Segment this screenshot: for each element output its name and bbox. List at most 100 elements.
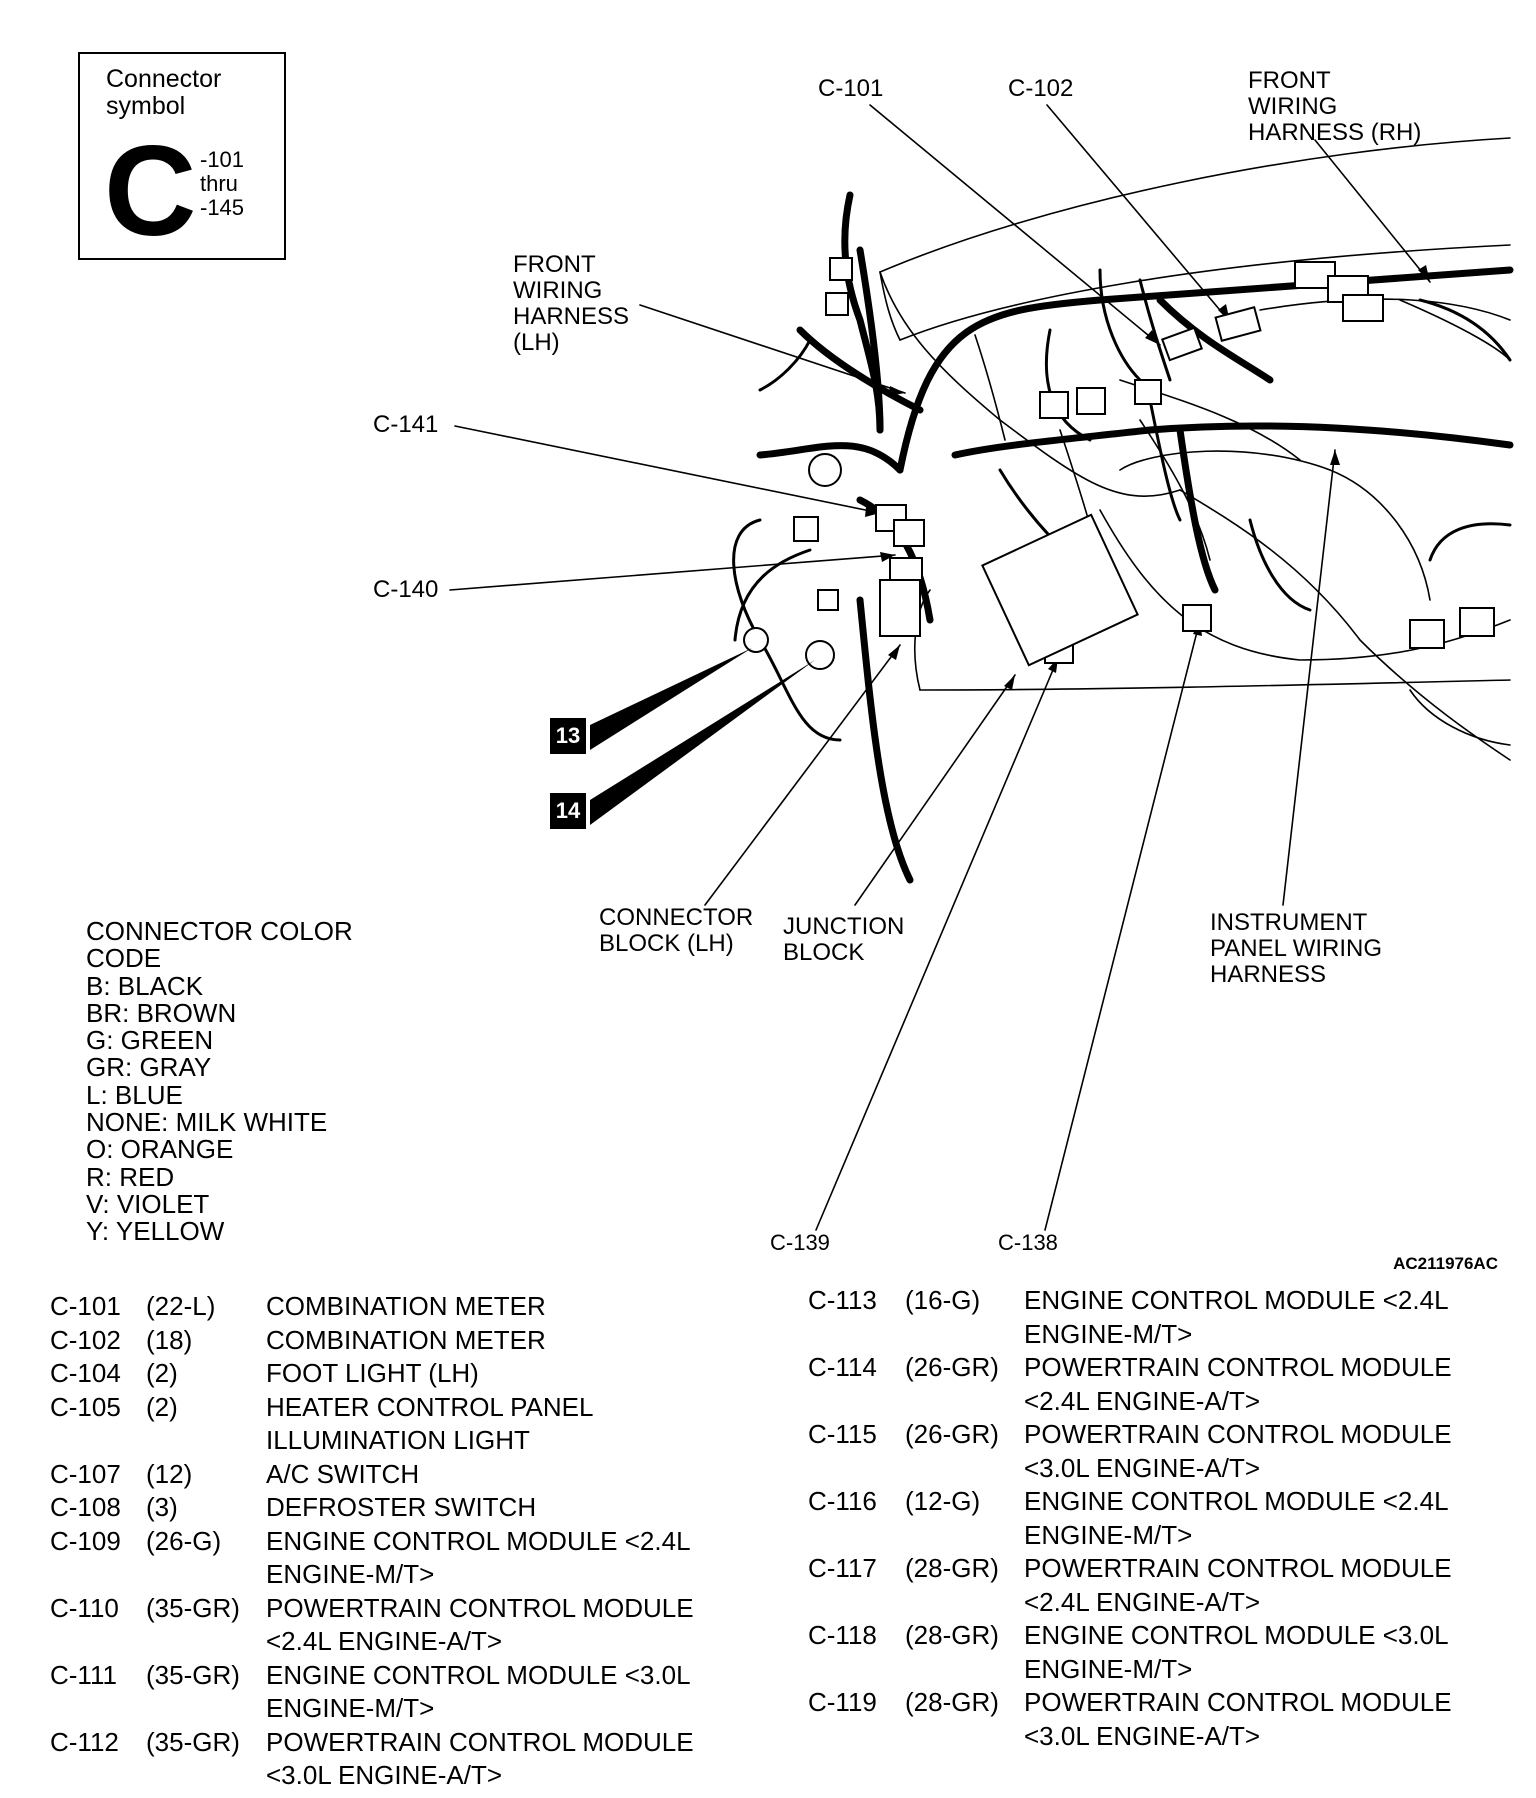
connector-id: C-115 [808,1419,877,1449]
ip-harness-line3: HARNESS [1210,961,1327,988]
connector-desc: A/C SWITCH [266,1458,694,1492]
connector-desc-line2: ENGINE-M/T> [266,1559,435,1589]
connector-id: C-113 [808,1285,877,1315]
dashboard-outline [879,137,1511,761]
color-code-entry: R: RED [86,1161,175,1192]
connector-desc-line1: ENGINE CONTROL MODULE <2.4L [266,1525,691,1556]
table-row: C-107 (12) A/C SWITCH [50,1458,694,1492]
table-row: C-109 (26-G) ENGINE CONTROL MODULE <2.4L… [50,1525,694,1592]
connector-id: C-109 [50,1525,121,1556]
connector-desc: POWERTRAIN CONTROL MODULE<2.4L ENGINE-A/… [266,1592,694,1659]
connector-desc-line2: ENGINE-M/T> [1024,1318,1193,1349]
front-rh-line3: HARNESS (RH) [1248,119,1422,146]
connector-pins: (28-GR) [905,1687,999,1717]
connector-desc-line1: HEATER CONTROL PANEL [266,1391,594,1422]
connector-symbol-title-line1: Connector [106,65,222,93]
connector-symbol-letter: C [104,120,197,263]
label-junction-block: JUNCTION BLOCK [783,914,904,966]
color-code-entry: G: GREEN [86,1025,214,1056]
connector-table-left: C-101 (22-L) COMBINATION METER C-102 (18… [50,1290,694,1793]
ground-wedges [590,648,815,825]
connector-desc-line1: POWERTRAIN CONTROL MODULE [1024,1553,1452,1583]
connector-desc-line1: ENGINE CONTROL MODULE <2.4L [1024,1285,1449,1315]
label-c140: C-140 [373,576,439,603]
range-thru: thru [200,171,238,196]
connector-id: C-102 [50,1324,121,1355]
range-start: -101 [200,147,245,172]
table-row: C-115 (26-GR) POWERTRAIN CONTROL MODULE<… [808,1418,1452,1485]
connector-desc-line2: ENGINE-M/T> [266,1693,435,1723]
color-code-entry: GR: GRAY [86,1052,212,1083]
front-lh-line3: HARNESS [513,303,630,330]
connector-shapes [743,257,1495,670]
label-front-harness-rh: FRONT WIRING HARNESS (RH) [1248,68,1421,146]
front-rh-line2: WIRING [1248,93,1338,120]
connector-pins: (2) [146,1358,178,1388]
color-code-entry: BR: BROWN [86,997,237,1028]
arrowheads [865,265,1430,690]
color-code-entry: V: VIOLET [86,1188,210,1219]
connector-pins: (26-GR) [905,1419,999,1449]
table-row: C-113 (16-G) ENGINE CONTROL MODULE <2.4L… [808,1284,1452,1351]
color-code-entry: Y: YELLOW [86,1216,225,1247]
connector-id: C-116 [808,1486,877,1516]
connector-id: C-112 [50,1726,119,1757]
label-instrument-panel-harness: INSTRUMENT PANEL WIRING HARNESS [1210,910,1382,988]
ip-harness-line2: PANEL WIRING [1210,935,1383,962]
connector-id: C-107 [50,1458,121,1489]
ground-point-13: 13 [550,718,586,754]
table-row: C-112 (35-GR) POWERTRAIN CONTROL MODULE<… [50,1726,694,1793]
connector-pins: (2) [146,1391,178,1422]
table-row: C-110 (35-GR) POWERTRAIN CONTROL MODULE<… [50,1592,694,1659]
front-lh-line1: FRONT [513,251,596,278]
figure-id: AC211976AC [1393,1254,1498,1273]
wiring-harness-lines [756,191,1514,884]
connector-pins: (12-G) [905,1486,981,1516]
label-c138: C-138 [998,1230,1058,1255]
connector-desc-line1: POWERTRAIN CONTROL MODULE [266,1726,694,1757]
junction-block-line1: JUNCTION [783,913,905,940]
color-code-legend: CONNECTOR COLOR CODE B: BLACK BR: BROWN … [86,917,353,1247]
table-row: C-116 (12-G) ENGINE CONTROL MODULE <2.4L… [808,1485,1452,1552]
connector-desc: POWERTRAIN CONTROL MODULE<2.4L ENGINE-A/… [1024,1552,1452,1619]
connector-desc-line1: A/C SWITCH [266,1458,420,1489]
connector-pins: (35-GR) [146,1659,240,1690]
connector-desc-line1: POWERTRAIN CONTROL MODULE [1024,1687,1452,1717]
connector-id: C-117 [808,1553,877,1583]
connector-desc: POWERTRAIN CONTROL MODULE<2.4L ENGINE-A/… [1024,1351,1452,1418]
connector-id: C-101 [50,1291,121,1321]
table-row: C-114 (26-GR) POWERTRAIN CONTROL MODULE<… [808,1351,1452,1418]
connector-desc: POWERTRAIN CONTROL MODULE<3.0L ENGINE-A/… [266,1726,694,1793]
connector-symbol-box: Connector symbol C -101 thru -145 [78,52,286,260]
table-row: C-117 (28-GR) POWERTRAIN CONTROL MODULE<… [808,1552,1452,1619]
connector-desc-line2: <2.4L ENGINE-A/T> [266,1626,503,1656]
connector-block-line2: BLOCK (LH) [599,930,734,957]
connector-desc-line1: POWERTRAIN CONTROL MODULE [1024,1419,1452,1449]
front-rh-line1: FRONT [1248,67,1331,94]
connector-desc-line1: FOOT LIGHT (LH) [266,1358,479,1388]
range-end: -145 [200,195,245,220]
connector-pins: (35-GR) [146,1592,240,1623]
connector-desc-line1: ENGINE CONTROL MODULE <2.4L [1024,1486,1449,1516]
connector-id: C-118 [808,1620,877,1650]
table-row: C-118 (28-GR) ENGINE CONTROL MODULE <3.0… [808,1619,1452,1686]
connector-pins: (35-GR) [146,1726,240,1757]
connector-id: C-110 [50,1592,119,1623]
connector-desc-line2: <3.0L ENGINE-A/T> [1024,1720,1261,1751]
connector-pins: (3) [146,1492,178,1522]
connector-desc-line2: <3.0L ENGINE-A/T> [1024,1452,1261,1483]
label-connector-block-lh: CONNECTOR BLOCK (LH) [599,905,753,957]
connector-table-right: C-113 (16-G) ENGINE CONTROL MODULE <2.4L… [808,1284,1452,1753]
table-row: C-101 (22-L) COMBINATION METER [50,1290,694,1324]
connector-id: C-105 [50,1391,121,1422]
label-c139: C-139 [770,1230,830,1255]
connector-desc-line1: COMBINATION METER [266,1291,546,1321]
connector-pins: (22-L) [146,1291,216,1321]
ground-point-14: 14 [550,793,586,829]
